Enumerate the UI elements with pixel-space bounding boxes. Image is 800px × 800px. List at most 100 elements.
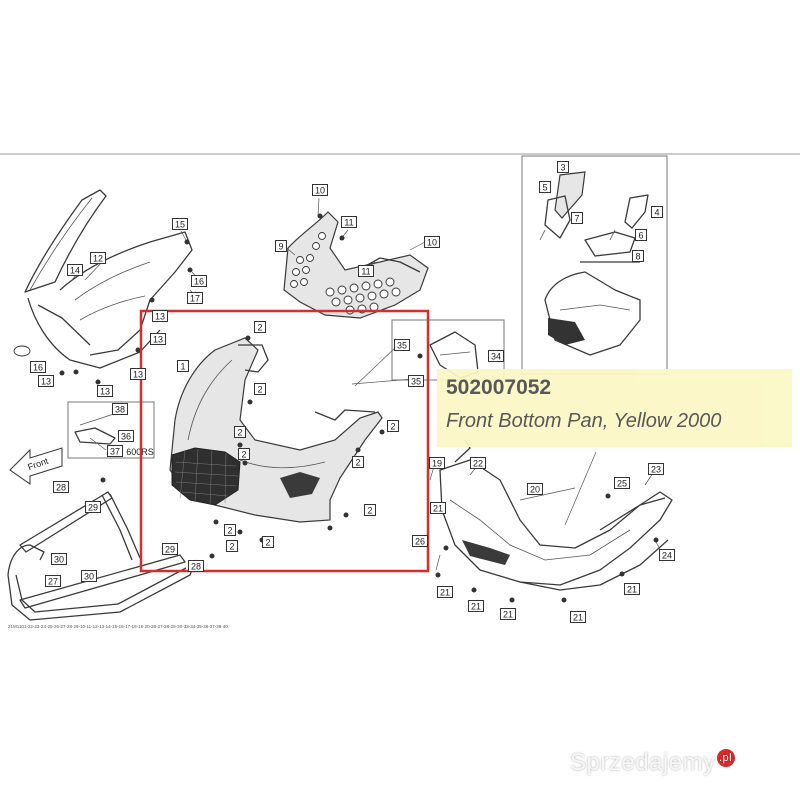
callout-number: 13: [153, 335, 163, 345]
callout-number: 35: [411, 377, 421, 387]
callout-5: 5: [539, 181, 551, 193]
callout-number: 8: [635, 252, 640, 262]
callout-37: 37: [107, 445, 123, 457]
fasteners: [59, 213, 659, 603]
callout-9: 9: [275, 240, 287, 252]
callout-number: 27: [48, 577, 58, 587]
callout-number: 2: [265, 538, 270, 548]
callout-26: 26: [412, 535, 428, 547]
callout-19: 19: [429, 457, 445, 469]
windshield-assembly: [13, 189, 193, 369]
callout-36: 36: [118, 430, 134, 442]
callout-number: 25: [617, 479, 627, 489]
callout-number: 10: [427, 238, 437, 248]
callout-labels: 1222222222234567891010111112131313131314…: [30, 161, 675, 623]
callout-number: 34: [491, 352, 501, 362]
callout-number: 12: [93, 254, 103, 264]
callout-1: 1: [177, 360, 189, 372]
callout-21: 21: [437, 586, 453, 598]
callout-number: 21: [440, 588, 450, 598]
callout-number: 13: [133, 370, 143, 380]
callout-17: 17: [187, 292, 203, 304]
callout-number: 2: [257, 323, 262, 333]
callout-29: 29: [85, 501, 101, 513]
callout-30: 30: [51, 553, 67, 565]
callout-28: 28: [188, 560, 204, 572]
callout-number: 30: [84, 572, 94, 582]
callout-number: 1: [180, 362, 185, 372]
callout-38: 38: [112, 403, 128, 415]
callout-number: 14: [70, 266, 80, 276]
callout-number: 2: [355, 458, 360, 468]
callout-34: 34: [488, 350, 504, 362]
callout-7: 7: [571, 212, 583, 224]
side-insert: [280, 472, 320, 498]
callout-number: 2: [237, 428, 242, 438]
part-number: 502007052: [446, 376, 552, 399]
callout-number: 13: [155, 312, 165, 322]
callout-number: 15: [175, 220, 185, 230]
callout-11: 11: [358, 265, 374, 277]
callout-number: 21: [471, 602, 481, 612]
callout-number: 7: [574, 214, 579, 224]
callout-2: 2: [262, 536, 274, 548]
callout-13: 13: [152, 310, 168, 322]
highlight-frame: [139, 309, 430, 573]
bumper-assembly: [7, 491, 197, 621]
callout-2: 2: [387, 420, 399, 432]
callout-number: 2: [390, 422, 395, 432]
callout-number: 21: [573, 613, 583, 623]
callout-number: 29: [88, 503, 98, 513]
callout-21: 21: [500, 608, 516, 620]
callout-number: 16: [194, 277, 204, 287]
callout-number: 2: [227, 526, 232, 536]
callout-24: 24: [659, 549, 675, 561]
callout-number: 38: [115, 405, 125, 415]
callout-25: 25: [614, 477, 630, 489]
part-description: Front Bottom Pan, Yellow 2000: [446, 410, 722, 432]
callout-number: 21: [503, 610, 513, 620]
callout-2: 2: [364, 504, 376, 516]
callout-3: 3: [557, 161, 569, 173]
callout-number: 28: [56, 483, 66, 493]
callout-number: 24: [662, 551, 672, 561]
callout-21: 21: [468, 600, 484, 612]
callout-35: 35: [394, 339, 410, 351]
callout-number: 17: [190, 294, 200, 304]
callout-number: 37: [110, 447, 120, 457]
callout-number: 2: [367, 506, 372, 516]
callout-13: 13: [130, 368, 146, 380]
callout-8: 8: [632, 250, 644, 262]
callout-10: 10: [312, 184, 328, 196]
callout-number: 2: [257, 385, 262, 395]
callout-number: 2: [241, 450, 246, 460]
callout-14: 14: [67, 264, 83, 276]
callout-2: 2: [254, 321, 266, 333]
callout-number: 22: [473, 459, 483, 469]
callout-2: 2: [224, 524, 236, 536]
front-bottom-pan-part: [169, 337, 383, 523]
callout-number: 26: [415, 537, 425, 547]
callout-number: 36: [121, 432, 131, 442]
callout-number: 20: [530, 485, 540, 495]
grille: [171, 447, 241, 506]
callout-29: 29: [162, 543, 178, 555]
callout-21: 21: [624, 583, 640, 595]
callout-4: 4: [651, 206, 663, 218]
callout-13: 13: [97, 385, 113, 397]
callout-2: 2: [238, 448, 250, 460]
callout-number: 9: [278, 242, 283, 252]
callout-number: 3: [560, 163, 565, 173]
callout-30: 30: [81, 570, 97, 582]
diagram-footer-code: 21M1101-22-23-24-25-26-27-28-29-10-11-12…: [8, 624, 228, 629]
callout-number: 29: [165, 545, 175, 555]
callout-22: 22: [470, 457, 486, 469]
callout-number: 11: [361, 267, 370, 277]
callout-number: 23: [651, 465, 661, 475]
callout-20: 20: [527, 483, 543, 495]
callout-21: 21: [570, 611, 586, 623]
callout-21: 21: [430, 502, 446, 514]
callout-10: 10: [424, 236, 440, 248]
callout-12: 12: [90, 252, 106, 264]
